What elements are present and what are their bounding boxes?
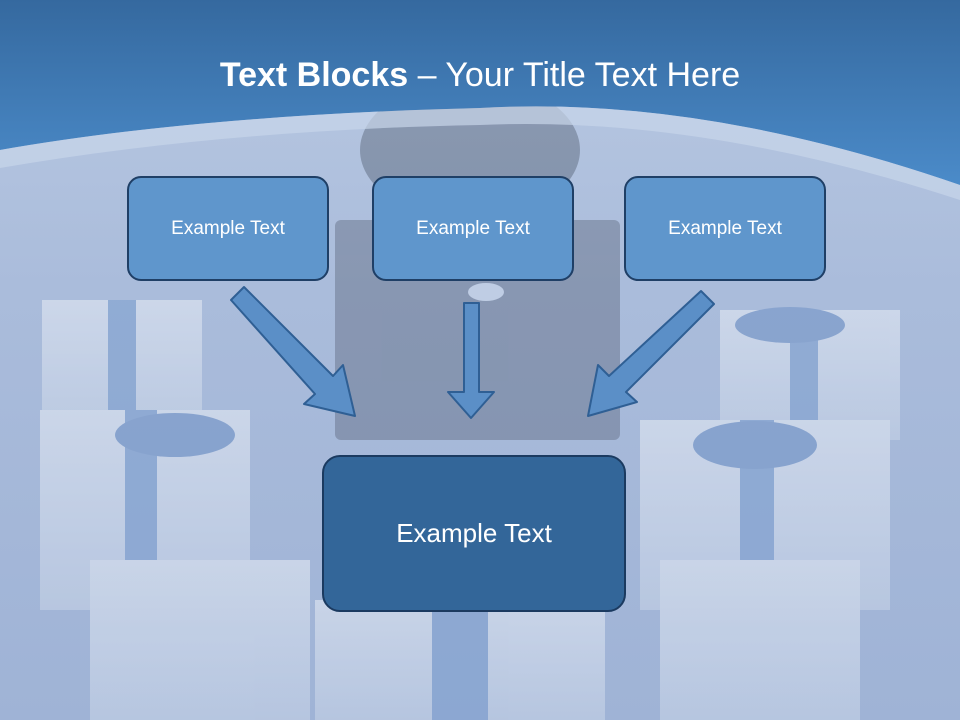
header-curve (0, 106, 960, 200)
text-block-2[interactable]: Example Text (372, 176, 574, 281)
title-separator: – (408, 56, 446, 94)
arrow-center-down (447, 302, 495, 419)
arrow-left-diagonal (230, 286, 356, 417)
title-rest: Your Title Text Here (445, 56, 741, 94)
text-block-3[interactable]: Example Text (624, 176, 826, 281)
slide-title: Text Blocks – Your Title Text Here (0, 52, 960, 98)
title-bold-part: Text Blocks (219, 56, 409, 94)
text-block-1[interactable]: Example Text (127, 176, 329, 281)
arrow-right-diagonal (587, 290, 715, 417)
gift-boxes-illustration (40, 300, 900, 720)
text-block-main[interactable]: Example Text (322, 455, 626, 612)
header-band (0, 0, 960, 185)
